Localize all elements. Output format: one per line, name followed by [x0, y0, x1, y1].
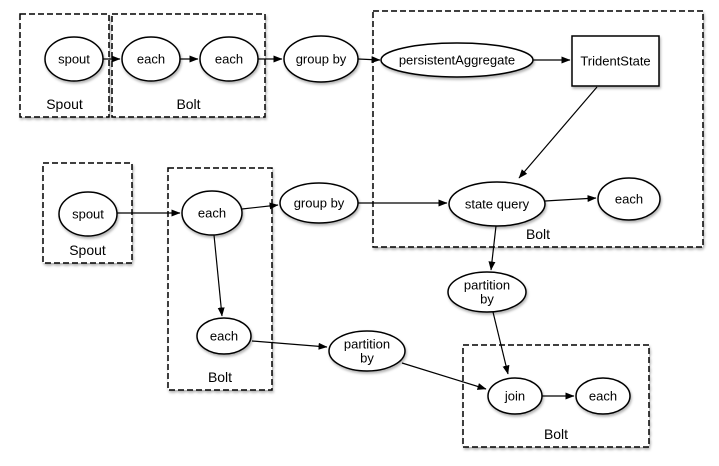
node-group-by-2: [279, 182, 359, 224]
node-join: [487, 377, 543, 415]
spout-group-1-label: Spout: [46, 96, 83, 112]
node-join-label: join: [504, 389, 525, 404]
node-trident-state: [571, 35, 660, 87]
spout-group-2-label: Spout: [69, 242, 106, 258]
node-partition-by-2: [328, 330, 406, 372]
node-persistent-aggregate-label: persistentAggregate: [399, 53, 515, 68]
node-spout-1: [44, 36, 104, 82]
node-spout-2-label: spout: [72, 207, 104, 222]
bolt-group-2-label: Bolt: [526, 226, 550, 242]
edge-each-5-to-partition-by-2: [251, 340, 328, 350]
edge-state-query-to-partition-by-1: [488, 225, 497, 271]
node-spout-1-label: spout: [58, 52, 90, 67]
edge-state-query-to-each-3: [544, 195, 597, 202]
bolt-group-1-label: Bolt: [176, 96, 200, 112]
node-each-6-label: each: [589, 389, 617, 404]
edge-each-4-to-group-by-2: [241, 202, 279, 210]
node-each-3-label: each: [615, 192, 643, 207]
edge-partition-by-2-to-join: [401, 362, 487, 390]
edge-partition-by-1-to-join: [492, 311, 510, 375]
bolt-group-3-label: Bolt: [208, 369, 232, 385]
node-each-1-label: each: [137, 52, 165, 67]
edge-each-4-to-each-5: [213, 234, 225, 317]
node-state-query: [448, 181, 546, 227]
node-partition-by-2-label: partition: [344, 337, 390, 352]
node-partition-by-1-label: by: [480, 292, 494, 307]
node-partition-by-2-label: by: [360, 351, 374, 366]
node-persistent-aggregate: [380, 42, 534, 78]
node-each-5-label: each: [210, 329, 238, 344]
node-each-5: [196, 317, 252, 355]
edge-group-by-1-to-persistent-aggregate: [357, 56, 381, 64]
node-each-1: [121, 36, 181, 82]
node-each-2-label: each: [215, 52, 243, 67]
node-partition-by-1-label: partition: [464, 278, 510, 293]
node-spout-2: [58, 191, 118, 237]
node-each-3: [597, 177, 661, 221]
bolt-group-4-label: Bolt: [544, 426, 568, 442]
node-group-by-1: [283, 35, 359, 83]
node-state-query-label: state query: [465, 197, 530, 212]
node-each-6: [575, 377, 631, 415]
edge-trident-state-to-state-query: [518, 86, 598, 179]
node-each-2: [199, 36, 259, 82]
node-each-4-label: each: [198, 206, 226, 221]
node-trident-state-label: TridentState: [580, 54, 650, 69]
node-group-by-2-label: group by: [294, 196, 345, 211]
node-partition-by-1: [447, 271, 527, 313]
node-group-by-1-label: group by: [296, 52, 347, 67]
node-each-4: [181, 190, 243, 236]
